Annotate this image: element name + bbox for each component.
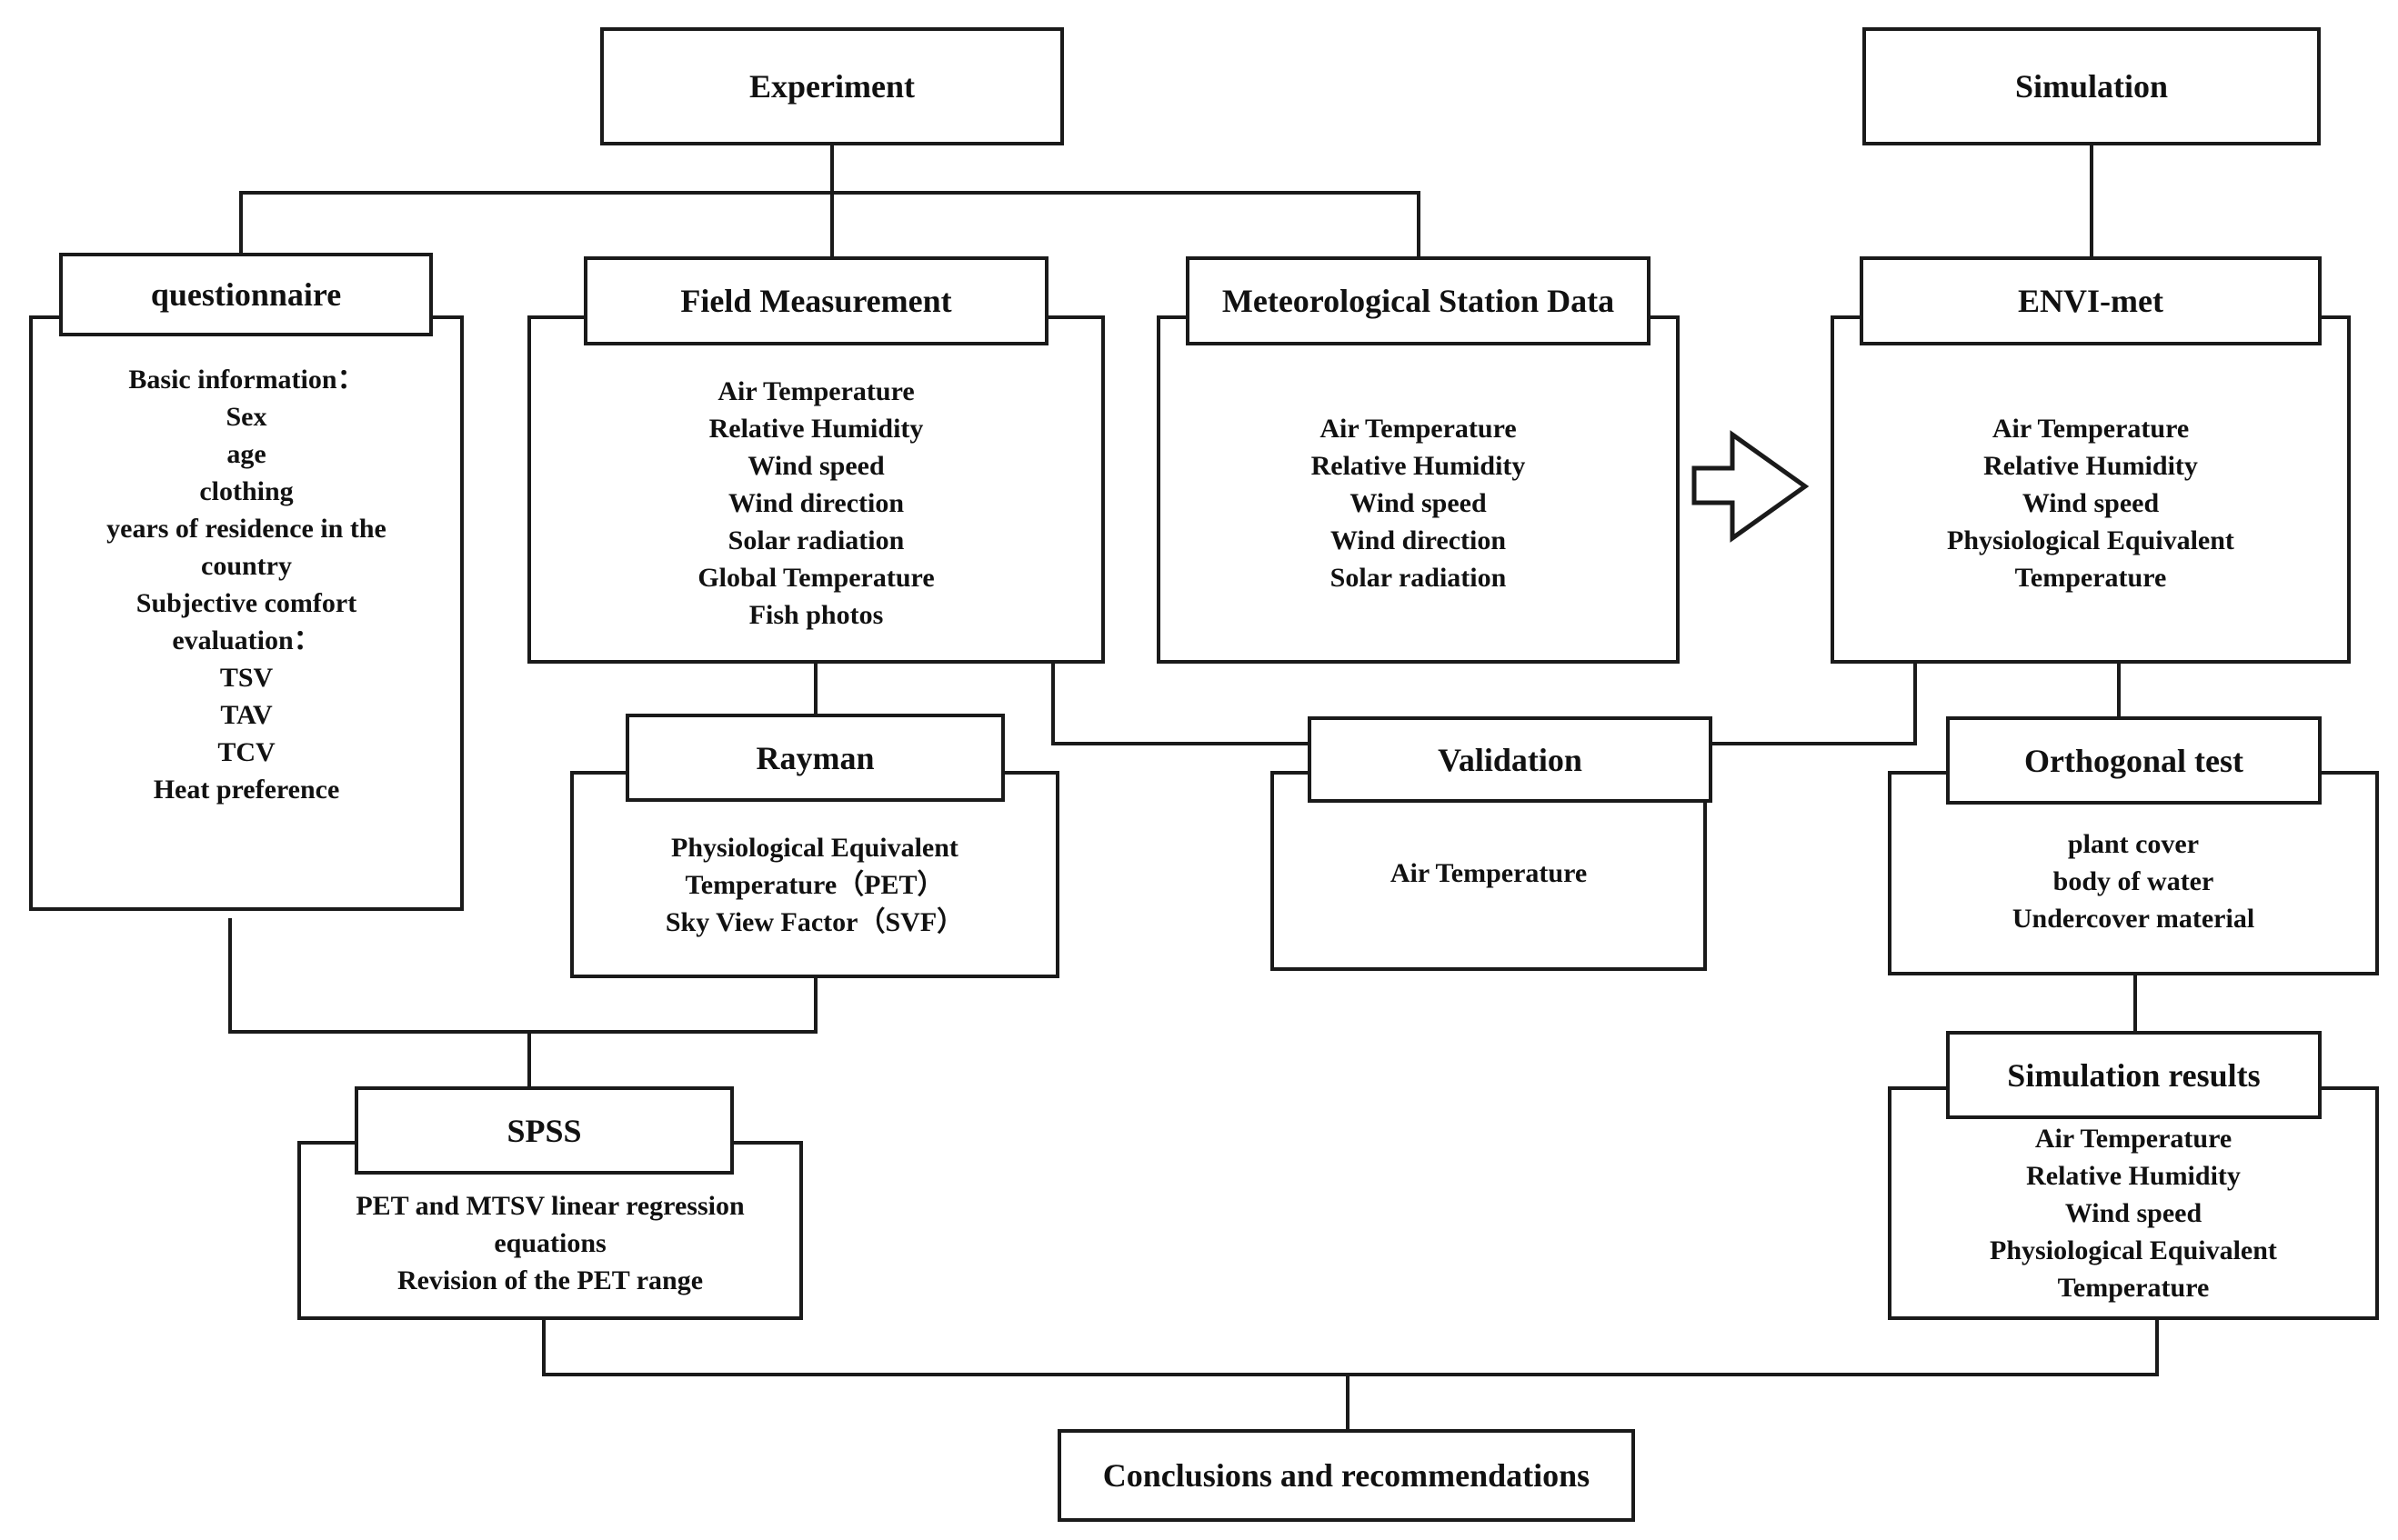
orthogonal-test-title: Orthogonal test [1946,716,2322,805]
simulation-results-line: Physiological Equivalent [1990,1235,2277,1265]
questionnaire-line: clothing [199,476,294,506]
field-measurement-line: Global Temperature [697,563,935,593]
experiment-box: Experiment [600,27,1064,145]
questionnaire-line: TSV [219,663,274,693]
meteorological-station-title: Meteorological Station Data [1186,256,1651,345]
questionnaire-content: Basic information： Sex age clothing year… [29,315,464,911]
questionnaire-line: age [226,439,266,469]
simulation-results-line: Wind speed [2064,1198,2202,1228]
envi-met-content: Air Temperature Relative Humidity Wind s… [1831,315,2351,664]
orthogonal-test-line: plant cover [2067,829,2200,859]
simulation-results-line: Air Temperature [2034,1124,2232,1154]
connector-experiment-branches [239,191,1420,256]
questionnaire-line: Heat preference [153,775,340,805]
questionnaire-line: TAV [220,700,273,730]
spss-line: Revision of the PET range [396,1265,704,1295]
connector-envimet-validation [1710,655,1917,745]
orthogonal-test-line: body of water [2052,866,2214,896]
rayman-title: Rayman [626,714,1005,802]
simulation-results-line: Temperature [2057,1273,2210,1303]
connector-questionnaire-spss [228,918,818,1034]
field-measurement-line: Solar radiation [727,525,905,555]
questionnaire-line: Subjective comfort [135,588,357,618]
arrow-right-icon [1691,430,1810,543]
meteorological-station-line: Solar radiation [1329,563,1507,593]
rayman-line: Temperature（PET） [685,869,945,900]
spss-line: PET and MTSV linear regression [356,1191,745,1221]
conclusions-box: Conclusions and recommendations [1058,1429,1635,1522]
questionnaire-line: Sex [226,402,267,432]
field-measurement-content: Air Temperature Relative Humidity Wind s… [527,315,1105,664]
rayman-line: Physiological Equivalent [671,832,958,863]
questionnaire-line: years of residence in the [106,514,386,544]
meteorological-station-line: Air Temperature [1319,414,1517,444]
field-measurement-line: Wind direction [727,488,905,518]
meteorological-station-line: Wind direction [1329,525,1507,555]
connector-field-validation [1051,662,1309,745]
simulation-results-content: Air Temperature Relative Humidity Wind s… [1888,1086,2379,1320]
questionnaire-line: Basic information： [128,365,365,395]
simulation-box: Simulation [1862,27,2321,145]
validation-title: Validation [1308,716,1712,803]
field-measurement-line: Air Temperature [717,376,915,406]
orthogonal-test-line: Undercover material [2012,904,2255,934]
envi-met-line: Physiological Equivalent [1947,525,2234,555]
validation-line: Air Temperature [1390,858,1588,888]
envi-met-line: Wind speed [2022,488,2160,518]
envi-met-title: ENVI-met [1860,256,2322,345]
meteorological-station-line: Relative Humidity [1310,451,1526,481]
simulation-results-line: Relative Humidity [2026,1161,2241,1191]
questionnaire-title: questionnaire [59,253,433,336]
spss-line: equations [494,1228,607,1258]
meteorological-station-content: Air Temperature Relative Humidity Wind s… [1157,315,1680,664]
field-measurement-line: Wind speed [747,451,885,481]
field-measurement-title: Field Measurement [584,256,1048,345]
envi-met-line: Temperature [2014,563,2167,593]
questionnaire-line: TCV [217,737,276,767]
meteorological-station-line: Wind speed [1350,488,1487,518]
simulation-results-title: Simulation results [1946,1031,2322,1119]
field-measurement-line: Fish photos [748,600,884,630]
rayman-content: Physiological Equivalent Temperature（PET… [570,771,1059,978]
envi-met-line: Relative Humidity [1983,451,2198,481]
envi-met-line: Air Temperature [1992,414,2190,444]
spss-title: SPSS [355,1086,734,1175]
rayman-line: Sky View Factor（SVF） [665,906,965,937]
questionnaire-line: evaluation： [172,625,321,655]
orthogonal-test-content: plant cover body of water Undercover mat… [1888,771,2379,975]
questionnaire-line: country [201,551,292,581]
connector-to-conclusions [542,1320,2159,1376]
field-measurement-line: Relative Humidity [708,414,924,444]
